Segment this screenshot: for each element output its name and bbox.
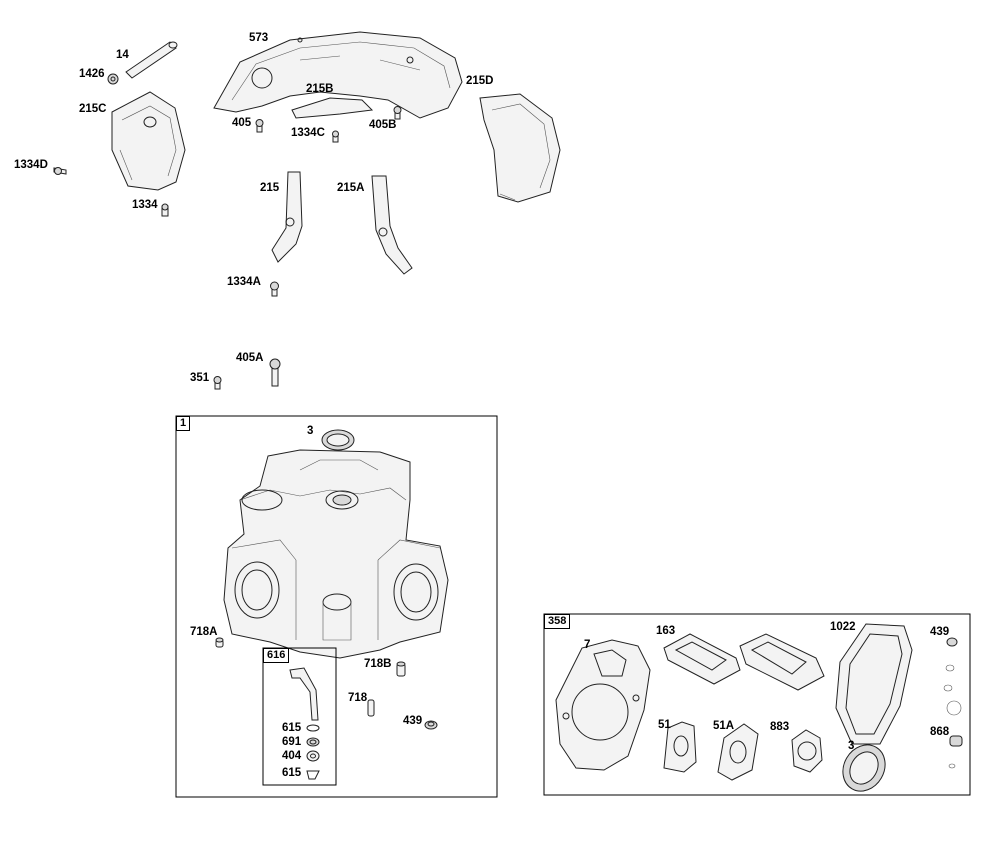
- part-3-seal: [321, 429, 355, 451]
- dipstick-frame: [262, 647, 337, 786]
- callout-215A: 215A: [337, 182, 365, 194]
- callout-14: 14: [116, 49, 129, 61]
- callout-404: 404: [282, 750, 302, 762]
- part-163-gasket-second: [739, 633, 825, 691]
- callout-215C: 215C: [79, 103, 107, 115]
- block-frame: [175, 415, 498, 798]
- part-51-gasket: [663, 721, 697, 773]
- callout-3-block: 3: [307, 425, 314, 437]
- part-1022-gasket: [835, 623, 913, 745]
- part-718-pin: [367, 699, 375, 717]
- gasket-kit-box-label: 358: [544, 614, 571, 629]
- part-163-gasket: [663, 633, 741, 685]
- part-1334-screw: [161, 203, 169, 217]
- callout-573: 573: [249, 32, 269, 44]
- callout-405B: 405B: [369, 119, 397, 131]
- callout-351: 351: [190, 372, 210, 384]
- part-1334C-screw: [332, 130, 339, 143]
- callout-405: 405: [232, 117, 252, 129]
- callout-718: 718: [348, 692, 368, 704]
- callout-1334A: 1334A: [227, 276, 261, 288]
- part-616-dipstick-tube: [289, 667, 319, 721]
- callout-405A: 405A: [236, 352, 264, 364]
- gasket-kit-frame: [543, 613, 971, 796]
- part-573-housing: [213, 31, 463, 119]
- callout-1022: 1022: [830, 621, 856, 633]
- part-215A-baffle: [371, 175, 413, 275]
- callout-215D: 215D: [466, 75, 494, 87]
- callout-215B: 215B: [306, 83, 334, 95]
- part-615-clamp-upper: [306, 724, 320, 732]
- part-718B-dowel: [396, 661, 406, 677]
- part-215D-shroud: [479, 93, 561, 203]
- callout-1334C: 1334C: [291, 127, 325, 139]
- callout-3-kit: 3: [848, 740, 855, 752]
- callout-1334D: 1334D: [14, 159, 48, 171]
- callout-439-kit: 439: [930, 626, 950, 638]
- part-1426-nut: [107, 73, 119, 85]
- callout-7: 7: [584, 639, 591, 651]
- callout-868: 868: [930, 726, 950, 738]
- part-868-fitting: [949, 735, 963, 747]
- callout-51: 51: [658, 719, 671, 731]
- part-883-gasket: [791, 729, 823, 773]
- callout-163: 163: [656, 625, 676, 637]
- part-405-screw: [255, 119, 264, 133]
- part-7-head-gasket: [555, 639, 651, 771]
- callout-718B: 718B: [364, 658, 392, 670]
- part-215C-shroud: [111, 91, 186, 191]
- part-405A-bolt: [269, 358, 281, 387]
- part-405B-screw: [393, 106, 402, 120]
- part-1334A-screw: [270, 281, 279, 297]
- part-404-washer: [306, 750, 320, 762]
- part-1-block: [223, 449, 449, 659]
- callout-691: 691: [282, 736, 302, 748]
- callout-1426: 1426: [79, 68, 105, 80]
- callout-1334: 1334: [132, 199, 158, 211]
- part-351-screw: [213, 376, 222, 390]
- part-615-clamp-lower: [306, 770, 320, 780]
- part-439-plug: [424, 720, 438, 730]
- callout-51A: 51A: [713, 720, 735, 732]
- block-box-label: 1: [176, 416, 191, 431]
- part-215B-baffle: [291, 97, 374, 119]
- callout-718A: 718A: [190, 626, 218, 638]
- part-691-seal: [306, 737, 320, 747]
- part-215-baffle: [271, 171, 303, 263]
- callout-883: 883: [770, 721, 790, 733]
- callout-215: 215: [260, 182, 280, 194]
- callout-615-lower: 615: [282, 767, 302, 779]
- dipstick-box-label: 616: [263, 648, 290, 663]
- part-14-pin: [125, 41, 178, 79]
- callout-439-block: 439: [403, 715, 423, 727]
- part-3-seal-kit: [842, 744, 886, 792]
- part-718A-dowel: [215, 637, 224, 648]
- part-439-plug-kit: [943, 637, 962, 769]
- part-1334D-screw: [53, 167, 67, 175]
- part-51A-gasket: [717, 723, 759, 781]
- callout-615-upper: 615: [282, 722, 302, 734]
